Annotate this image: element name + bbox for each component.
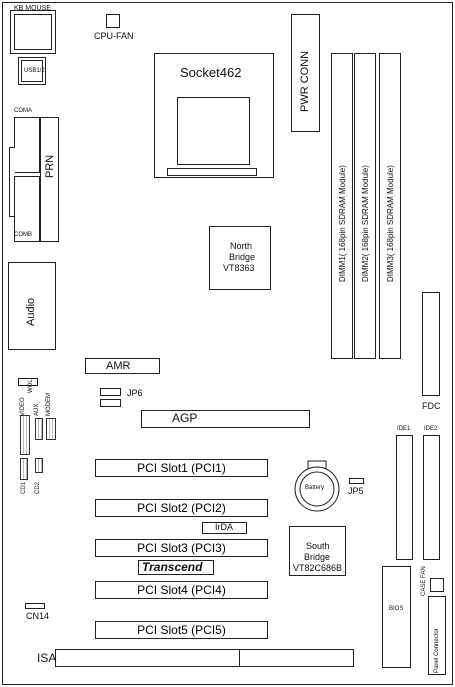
jp6-jumper <box>100 388 121 396</box>
cn14-label: CN14 <box>26 611 50 621</box>
cd2-connector <box>35 458 43 473</box>
irda-header <box>202 522 247 534</box>
socket-die <box>177 97 250 165</box>
south-bridge-line3: VT82C686B <box>293 563 343 573</box>
jp6-jumper-lower <box>100 399 121 407</box>
kb-mouse-port-inner <box>14 14 52 50</box>
pci-slot-1-label: PCI Slot1 (PCI1) <box>137 461 226 475</box>
wol-label: WOL <box>28 379 34 393</box>
pci-slot-2: PCI Slot2 (PCI2) <box>95 499 268 517</box>
dimm2-label: DIMM2( 168pin SDRAM Module) <box>361 165 370 282</box>
audio-ports <box>8 262 56 350</box>
jp5-label: JP5 <box>348 486 364 496</box>
north-bridge-line2: Bridge <box>229 252 256 262</box>
bios-label: BIOS <box>389 606 404 612</box>
power-connector <box>291 14 320 132</box>
bios-chip <box>382 566 411 668</box>
dimm3-label: DIMM3( 168pin SDRAM Module) <box>386 165 395 282</box>
agp-slot <box>141 410 310 428</box>
kb-mouse-label: KB MOUSE <box>14 5 51 12</box>
case-fan-label: CASE FAN <box>421 566 427 596</box>
ide1-connector <box>396 435 413 560</box>
dimm1-slot <box>331 53 353 359</box>
case-fan-header <box>430 578 444 592</box>
usb-port-inner <box>21 60 43 82</box>
amr-label: AMR <box>106 360 131 372</box>
north-bridge-line1: North <box>230 241 253 251</box>
audio-label: Audio <box>25 297 37 326</box>
agp-label: AGP <box>172 411 198 425</box>
socket-lever <box>167 168 257 176</box>
pci-slot-4-label: PCI Slot4 (PCI4) <box>137 583 226 597</box>
north-bridge-line3: VT8363 <box>223 263 255 273</box>
ide1-label: IDE1 <box>397 426 411 432</box>
modem-connector <box>46 418 56 440</box>
pci-slot-5-label: PCI Slot5 (PCI5) <box>137 623 226 637</box>
jp6-label: JP6 <box>127 388 143 398</box>
com-b-label: COMB <box>14 232 32 238</box>
usb-label: USB1/2 <box>24 68 45 74</box>
jp5-jumper <box>349 478 364 484</box>
pci-slot-5: PCI Slot5 (PCI5) <box>95 621 268 639</box>
floppy-connector <box>422 292 440 396</box>
panel-connector-label: Panel Connector <box>434 628 440 673</box>
battery-label: Battery <box>305 485 325 491</box>
cn14-header <box>25 603 45 609</box>
fdc-label: FDC <box>422 401 441 411</box>
transcend-logo-text: Transcend <box>142 560 203 574</box>
aux-connector <box>35 418 43 440</box>
aux-label: AUX <box>34 403 40 416</box>
pci-slot-2-label: PCI Slot2 (PCI2) <box>137 501 226 515</box>
video-connector <box>20 415 30 455</box>
south-bridge-line2: Bridge <box>304 552 331 562</box>
north-bridge-chip <box>209 226 271 290</box>
dimm1-label: DIMM1( 168pin SDRAM Module) <box>338 165 347 282</box>
isa-slot-divider <box>239 649 240 667</box>
dimm2-slot <box>354 53 376 359</box>
pci-slot-4: PCI Slot4 (PCI4) <box>95 581 268 599</box>
dimm3-slot <box>379 53 401 359</box>
video-label: VIDEO <box>20 397 26 416</box>
com-a-port <box>14 117 40 173</box>
south-bridge-line1: South <box>306 541 330 551</box>
amr-slot <box>85 358 160 374</box>
ide2-connector <box>423 435 440 560</box>
com-b-port <box>14 176 40 242</box>
power-connector-label: PWR CONN <box>299 50 311 112</box>
cd2-label: CD2 <box>35 481 41 494</box>
pci-slot-3: PCI Slot3 (PCI3) <box>95 539 268 557</box>
socket-label: Socket462 <box>180 65 242 80</box>
irda-label: IrDA <box>215 522 233 532</box>
com-edge-left <box>9 147 15 217</box>
com-a-label: COMA <box>14 108 32 114</box>
wol-header <box>18 378 38 386</box>
modem-label: MODEM <box>46 393 52 416</box>
cpu-fan-header <box>106 14 120 28</box>
south-bridge-chip <box>289 526 346 576</box>
cd1-connector <box>20 458 28 480</box>
cpu-fan-label: CPU-FAN <box>94 31 134 41</box>
panel-connector <box>428 596 446 675</box>
printer-port <box>40 117 59 242</box>
printer-port-label: PRN <box>44 154 56 178</box>
battery-icon <box>294 460 340 512</box>
ide2-label: IDE2 <box>424 426 438 432</box>
isa-label: ISA <box>37 651 57 665</box>
isa-slot <box>55 649 354 667</box>
transcend-logo <box>138 560 214 575</box>
cd1-label: CD1 <box>21 481 27 494</box>
pci-slot-1: PCI Slot1 (PCI1) <box>95 459 268 477</box>
pci-slot-3-label: PCI Slot3 (PCI3) <box>137 541 226 555</box>
